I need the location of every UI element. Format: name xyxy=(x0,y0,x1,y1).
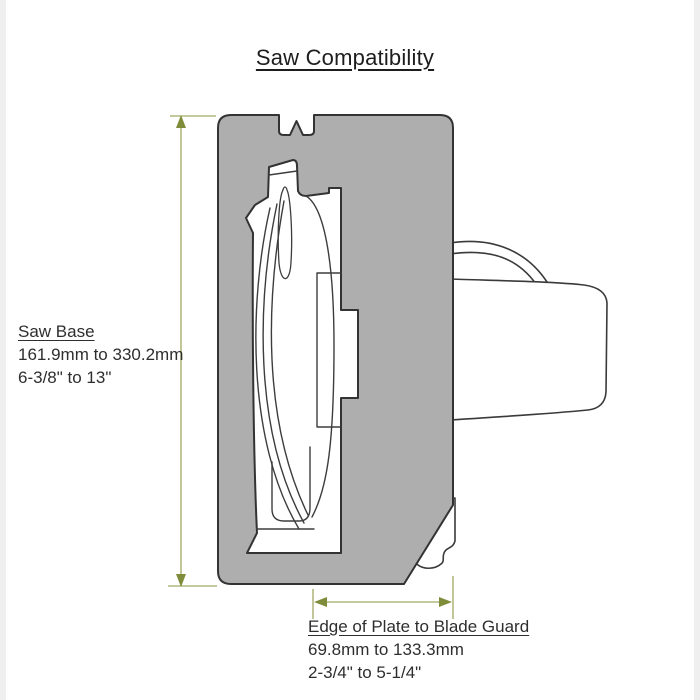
motor-housing-body xyxy=(449,278,608,421)
edge-of-plate-metric: 69.8mm to 133.3mm xyxy=(308,640,464,659)
saw-base-plate xyxy=(217,114,454,585)
saw-base-imperial: 6-3/8" to 13" xyxy=(18,368,112,387)
arrow-up-icon xyxy=(176,115,186,128)
blade-guard-curve xyxy=(305,195,335,518)
edge-of-plate-heading: Edge of Plate to Blade Guard xyxy=(308,617,530,636)
edge-of-plate-imperial: 2-3/4" to 5-1/4" xyxy=(308,663,422,682)
handle-arc xyxy=(449,240,548,285)
blade-curve-1 xyxy=(255,207,300,530)
saw-base-metric: 161.9mm to 330.2mm xyxy=(18,345,184,364)
blade-curve-3 xyxy=(270,200,309,516)
blade-curve-2 xyxy=(262,203,305,524)
saw-base-label: Saw Base 161.9mm to 330.2mm 6-3/8" to 13… xyxy=(18,320,183,389)
diagram-title: Saw Compatibility xyxy=(255,45,435,70)
arrow-down-icon xyxy=(176,574,186,587)
blade-slot xyxy=(277,186,293,280)
horizontal-dimension-ext-lines xyxy=(312,576,454,619)
guard-inner-u xyxy=(271,446,311,522)
vertical-dimension xyxy=(168,115,217,587)
horizontal-dimension xyxy=(312,576,454,619)
cutout-detail-lines xyxy=(255,170,342,530)
edge-of-plate-label: Edge of Plate to Blade Guard 69.8mm to 1… xyxy=(308,615,529,684)
right-edge-band xyxy=(694,0,700,700)
vertical-dimension-ticks xyxy=(168,115,217,587)
riving-knife-line xyxy=(268,170,298,176)
arrow-right-icon xyxy=(439,597,452,607)
arrow-left-icon xyxy=(314,597,327,607)
flange-lines xyxy=(316,272,342,428)
left-edge-band xyxy=(0,0,6,700)
saw-base-heading: Saw Base xyxy=(18,322,95,341)
